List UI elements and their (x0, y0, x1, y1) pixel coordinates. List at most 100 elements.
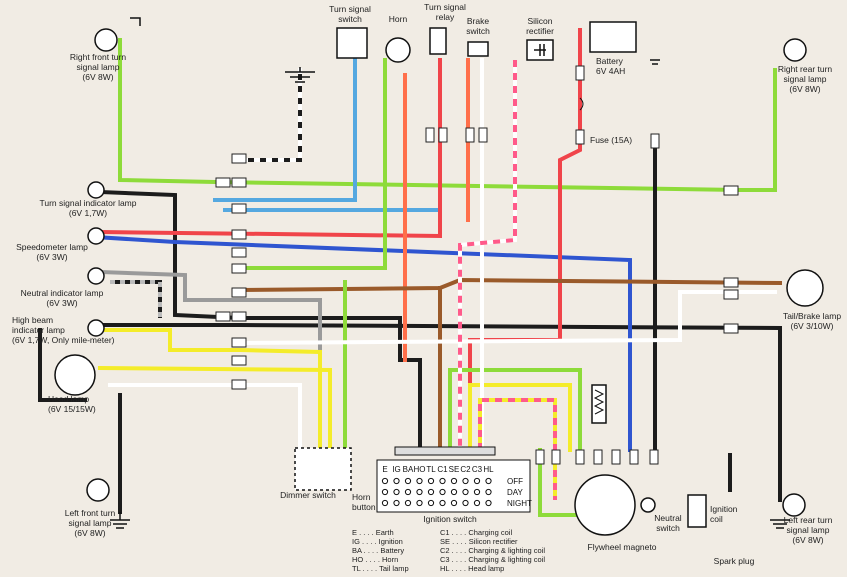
wire-black-main (98, 323, 782, 502)
label-spark-plug-0: Spark plug (714, 556, 755, 566)
ignition-terminal-6-0 (450, 477, 458, 485)
lamp-turn-indicator-icon (87, 181, 105, 199)
ignition-header-6: SE (449, 465, 460, 474)
label-right-front-turn-1: signal lamp (77, 62, 120, 72)
legend-left-2: BA . . . . Battery (352, 546, 404, 555)
battery-icon (589, 21, 637, 53)
lamp-right-front-icon (94, 28, 118, 52)
ignition-terminal-7-2 (462, 499, 469, 507)
lamp-speedometer-icon (87, 227, 105, 245)
label-high-beam-1: indicator lamp (12, 325, 65, 335)
horn-icon (385, 37, 411, 63)
ignition-header-8: C3 (472, 465, 483, 474)
label-left-rear-turn-0: Left rear turn (784, 515, 833, 525)
turn-signal-relay-icon (429, 27, 447, 55)
label-neutral-switch-0: Neutral (654, 513, 682, 523)
lamp-neutral-indicator-icon (87, 267, 105, 285)
label-speedometer-0: Speedometer lamp (16, 242, 88, 252)
label-right-front-turn-0: Right front turn (70, 52, 126, 62)
wire-dashed-gray-black-overlay (110, 280, 162, 318)
label-neutral-indicator-0: Neutral indicator lamp (21, 288, 104, 298)
label-turn-indicator-1: (6V 1,7W) (69, 208, 107, 218)
ignition-header-2: BA (403, 465, 414, 474)
legend-left-1: IG . . . . Ignition (352, 537, 403, 546)
ignition-header-1: IG (392, 465, 400, 474)
fuse-symbol-icon (579, 97, 584, 111)
wire-dashed-red-white (458, 60, 517, 450)
ignition-terminal-7-1 (462, 488, 469, 496)
ignition-terminal-8-2 (473, 499, 481, 507)
ignition-terminal-7-0 (462, 477, 469, 485)
ignition-terminal-5-2 (439, 499, 446, 507)
ignition-header-0: E (382, 465, 387, 474)
dimmer-switch-icon (294, 447, 352, 491)
label-ignition-coil-0: Ignition (710, 504, 738, 514)
label-left-front-turn-1: signal lamp (69, 518, 112, 528)
ignition-terminal-6-1 (450, 488, 458, 496)
ignition-terminal-4-1 (427, 488, 435, 496)
ignition-terminal-9-2 (485, 499, 492, 507)
ignition-terminal-8-1 (473, 488, 481, 496)
wire-black-head (38, 328, 87, 402)
ignition-terminal-2-2 (404, 499, 412, 507)
wire-red-relay (97, 58, 442, 239)
ignition-header-7: C2 (460, 465, 471, 474)
ignition-terminal-3-2 (416, 499, 423, 507)
ignition-terminal-1-2 (393, 499, 400, 507)
ignition-header-9: HL (483, 465, 494, 474)
label-neutral-switch-1: switch (656, 523, 680, 533)
label-turn-signal-switch-0: Turn signal (329, 4, 371, 14)
ignition-terminal-0-2 (381, 499, 389, 507)
label-tail-brake-0: Tail/Brake lamp (783, 311, 841, 321)
lamp-right-rear-icon (783, 38, 807, 62)
label-right-rear-turn-2: (6V 8W) (789, 84, 820, 94)
coil-symbol-icon (593, 389, 605, 415)
wire-yellow-head (97, 365, 332, 452)
ignition-terminal-2-1 (404, 488, 412, 496)
ignition-terminal-1-0 (393, 477, 400, 485)
wire-white-head (108, 383, 302, 452)
label-horn-0: Horn (389, 14, 408, 24)
turn-signal-switch-icon (336, 27, 368, 59)
ignition-terminal-4-2 (427, 499, 435, 507)
label-battery-1: 6V 4AH (596, 66, 625, 76)
label-speedometer-1: (6V 3W) (36, 252, 67, 262)
label-turn-signal-switch-1: switch (338, 14, 362, 24)
label-head-lamp-1: (6V 15/15W) (48, 404, 96, 414)
ignition-terminal-5-0 (439, 477, 446, 485)
label-turn-signal-relay-1: relay (436, 12, 455, 22)
legend-right-2: C2 . . . . Charging & lighting coil (440, 546, 545, 555)
flywheel-magneto-icon (574, 474, 636, 536)
label-right-rear-turn-0: Right rear turn (778, 64, 833, 74)
ignition-terminal-2-0 (404, 477, 412, 485)
lamp-left-rear-icon (782, 493, 806, 517)
wire-green-turn-right (118, 38, 777, 192)
label-left-front-turn-0: Left front turn (65, 508, 116, 518)
label-head-lamp-0: Head lamp (48, 394, 89, 404)
wire-yellow-charge (468, 383, 572, 452)
ignition-terminal-9-0 (485, 477, 492, 485)
ignition-switch-bar (394, 446, 496, 456)
legend-right-0: C1 . . . . Charging coil (440, 528, 512, 537)
label-horn-button-0: Horn (352, 492, 371, 502)
connectors (215, 65, 739, 465)
ignition-terminal-3-0 (416, 477, 423, 485)
wire-blue-speedo (92, 234, 632, 452)
label-brake-switch-1: switch (466, 26, 490, 36)
diode-symbol-icon (534, 44, 546, 56)
legend-left-4: TL . . . . Tail lamp (352, 564, 409, 573)
label-silicon-rectifier-0: Silicon (527, 16, 552, 26)
ignition-row-2: NIGHT (507, 499, 532, 508)
label-high-beam-2: (6V 1,7W, Only mile-meter) (12, 335, 115, 345)
ignition-terminal-6-2 (450, 499, 458, 507)
ignition-terminal-0-0 (381, 477, 389, 485)
ignition-switch-table (376, 459, 531, 513)
label-ignition-coil-1: coil (710, 514, 723, 524)
label-dimmer-switch-0: Dimmer switch (280, 490, 336, 500)
neutral-switch-icon (640, 497, 656, 513)
legend-right-3: C3 . . . . Charging & lighting coil (440, 555, 545, 564)
